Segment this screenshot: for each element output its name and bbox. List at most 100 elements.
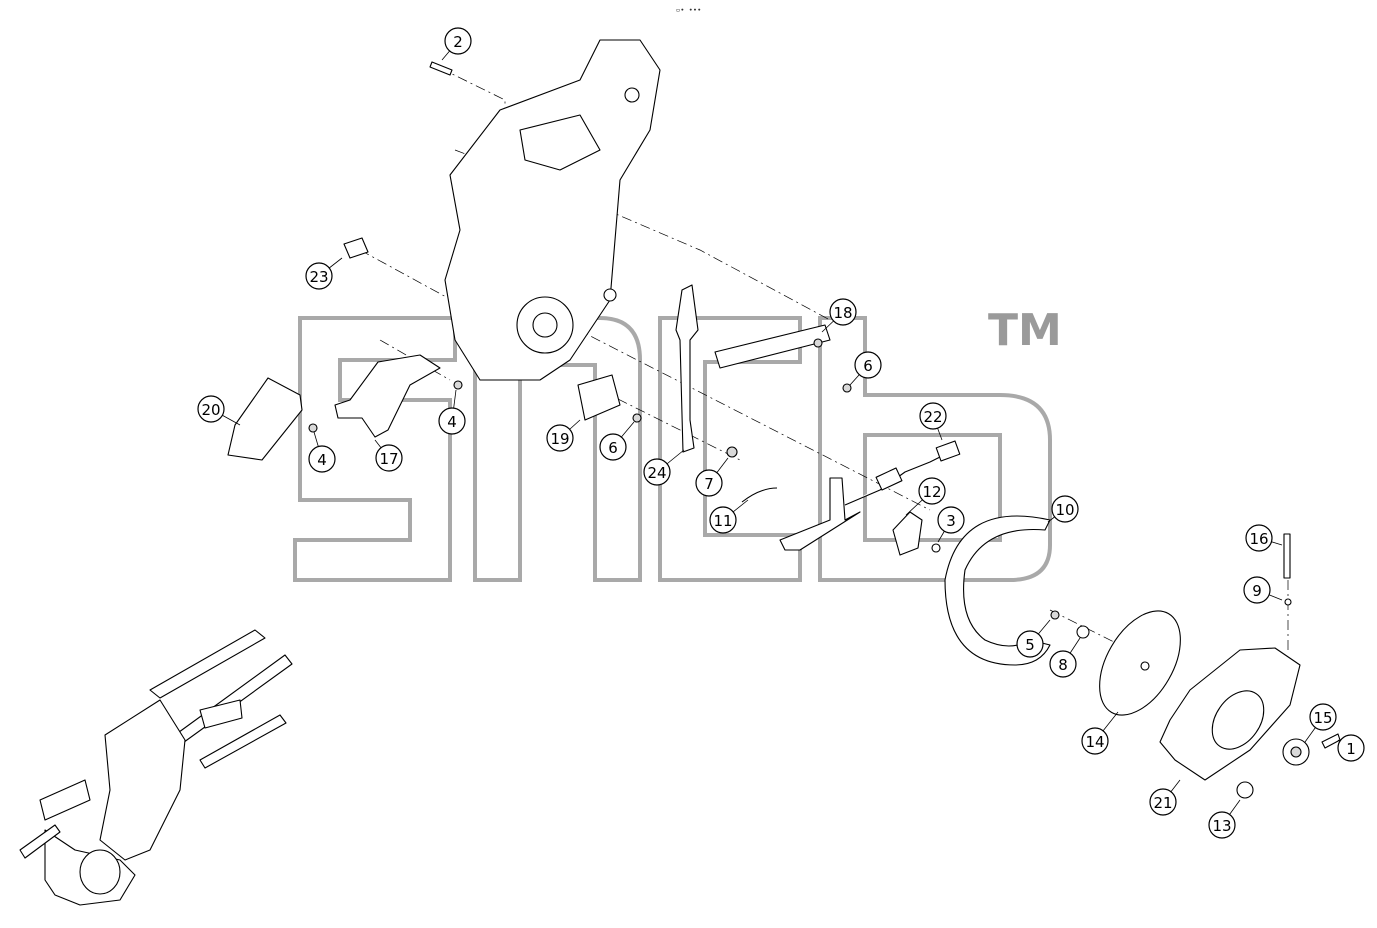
parts — [227, 39, 1341, 799]
callout-circle — [197, 395, 225, 423]
side-cover — [227, 377, 303, 461]
callout-circle — [643, 458, 671, 486]
callout-circle — [1245, 524, 1273, 552]
callout-14: 14 — [1081, 711, 1119, 755]
callout-label: 21 — [1153, 794, 1172, 812]
callout-18: 18 — [821, 298, 857, 333]
callout-6: 6 — [599, 421, 635, 461]
frame-rail — [199, 714, 287, 769]
callout-label: 16 — [1249, 530, 1268, 548]
callout-11: 11 — [709, 499, 749, 534]
callout-label: 3 — [946, 512, 956, 530]
housing-hole — [624, 87, 640, 103]
callout-circle — [919, 402, 947, 430]
assembled-view — [19, 629, 293, 906]
callout-21: 21 — [1149, 779, 1181, 816]
mounting-bracket — [779, 477, 861, 551]
side-plate — [39, 779, 91, 821]
meter-disc — [79, 849, 121, 895]
watermark-letter-b — [818, 316, 1052, 582]
callout-16: 16 — [1245, 524, 1283, 552]
nut — [726, 446, 738, 458]
plate-bracket — [577, 374, 621, 421]
callout-label: 4 — [317, 451, 327, 469]
long-strap — [675, 284, 699, 453]
watermark-letter-s — [293, 316, 457, 582]
callout-19: 19 — [546, 419, 581, 452]
chute — [19, 824, 61, 859]
callout-5: 5 — [1016, 619, 1051, 658]
assembly-line — [454, 149, 831, 321]
callout-circle — [937, 506, 965, 534]
callout-circle — [829, 298, 857, 326]
pin — [1283, 533, 1291, 579]
callout-label: 5 — [1025, 636, 1035, 654]
callout-circle — [1309, 703, 1337, 731]
callout-12: 12 — [905, 477, 946, 516]
screw-1 — [1321, 733, 1341, 749]
assembly-line — [599, 389, 741, 461]
callout-label: 6 — [608, 439, 618, 457]
watermark: TM — [293, 305, 1062, 582]
seed-disc — [1099, 610, 1181, 716]
frame-rail — [149, 629, 266, 699]
callout-15: 15 — [1304, 703, 1337, 743]
callout-label: 19 — [550, 430, 569, 448]
callout-label: 13 — [1212, 817, 1231, 835]
cable-connector — [875, 467, 903, 491]
watermark-tm: TM — [988, 305, 1062, 356]
callout-label: 20 — [201, 401, 220, 419]
callout-circle — [1243, 576, 1271, 604]
washer — [1076, 625, 1090, 639]
callout-9: 9 — [1243, 576, 1283, 604]
callout-circle — [1016, 630, 1044, 658]
cover-window — [1211, 690, 1265, 750]
callout-circle — [1049, 650, 1077, 678]
callout-circle — [438, 407, 466, 435]
callout-label: 9 — [1252, 582, 1262, 600]
callout-8: 8 — [1049, 637, 1081, 678]
cable-plug — [935, 440, 961, 462]
curved-guard — [334, 354, 441, 438]
callout-circle — [709, 506, 737, 534]
callout-label: 14 — [1085, 733, 1104, 751]
cap-center — [1290, 746, 1302, 758]
callout-circle — [546, 424, 574, 452]
bolt — [429, 61, 453, 76]
callout-23: 23 — [305, 257, 343, 290]
frame-arm — [99, 699, 186, 861]
callout-6: 6 — [849, 351, 882, 386]
callout-24: 24 — [643, 449, 685, 486]
callout-label: 12 — [922, 483, 941, 501]
callout-circle — [308, 445, 336, 473]
disc-hub — [1140, 661, 1150, 671]
callout-circle — [854, 351, 882, 379]
callout-label: 7 — [704, 475, 714, 493]
callout-circle — [375, 444, 403, 472]
callout-2: 2 — [441, 27, 472, 61]
callout-4: 4 — [438, 389, 466, 435]
callout-circle — [695, 469, 723, 497]
knob — [1236, 781, 1254, 799]
callout-label: 2 — [453, 33, 463, 51]
callout-label: 22 — [923, 408, 942, 426]
callout-7: 7 — [695, 457, 729, 497]
nut — [308, 423, 318, 433]
callout-circle — [1208, 811, 1236, 839]
callout-3: 3 — [937, 506, 965, 543]
callout-label: 8 — [1058, 656, 1068, 674]
callout-20: 20 — [197, 395, 241, 426]
callout-label: 6 — [863, 357, 873, 375]
callout-label: 17 — [379, 450, 398, 468]
callout-label: 15 — [1313, 709, 1332, 727]
callout-circle — [1149, 788, 1177, 816]
nut — [632, 413, 642, 423]
callout-circle — [305, 262, 333, 290]
assembly-line — [439, 67, 506, 200]
callout-13: 13 — [1208, 799, 1241, 839]
callout-circle — [599, 433, 627, 461]
washer-nut — [1050, 610, 1060, 620]
header-code: ▫∙ ∙∙∙ — [676, 6, 701, 14]
